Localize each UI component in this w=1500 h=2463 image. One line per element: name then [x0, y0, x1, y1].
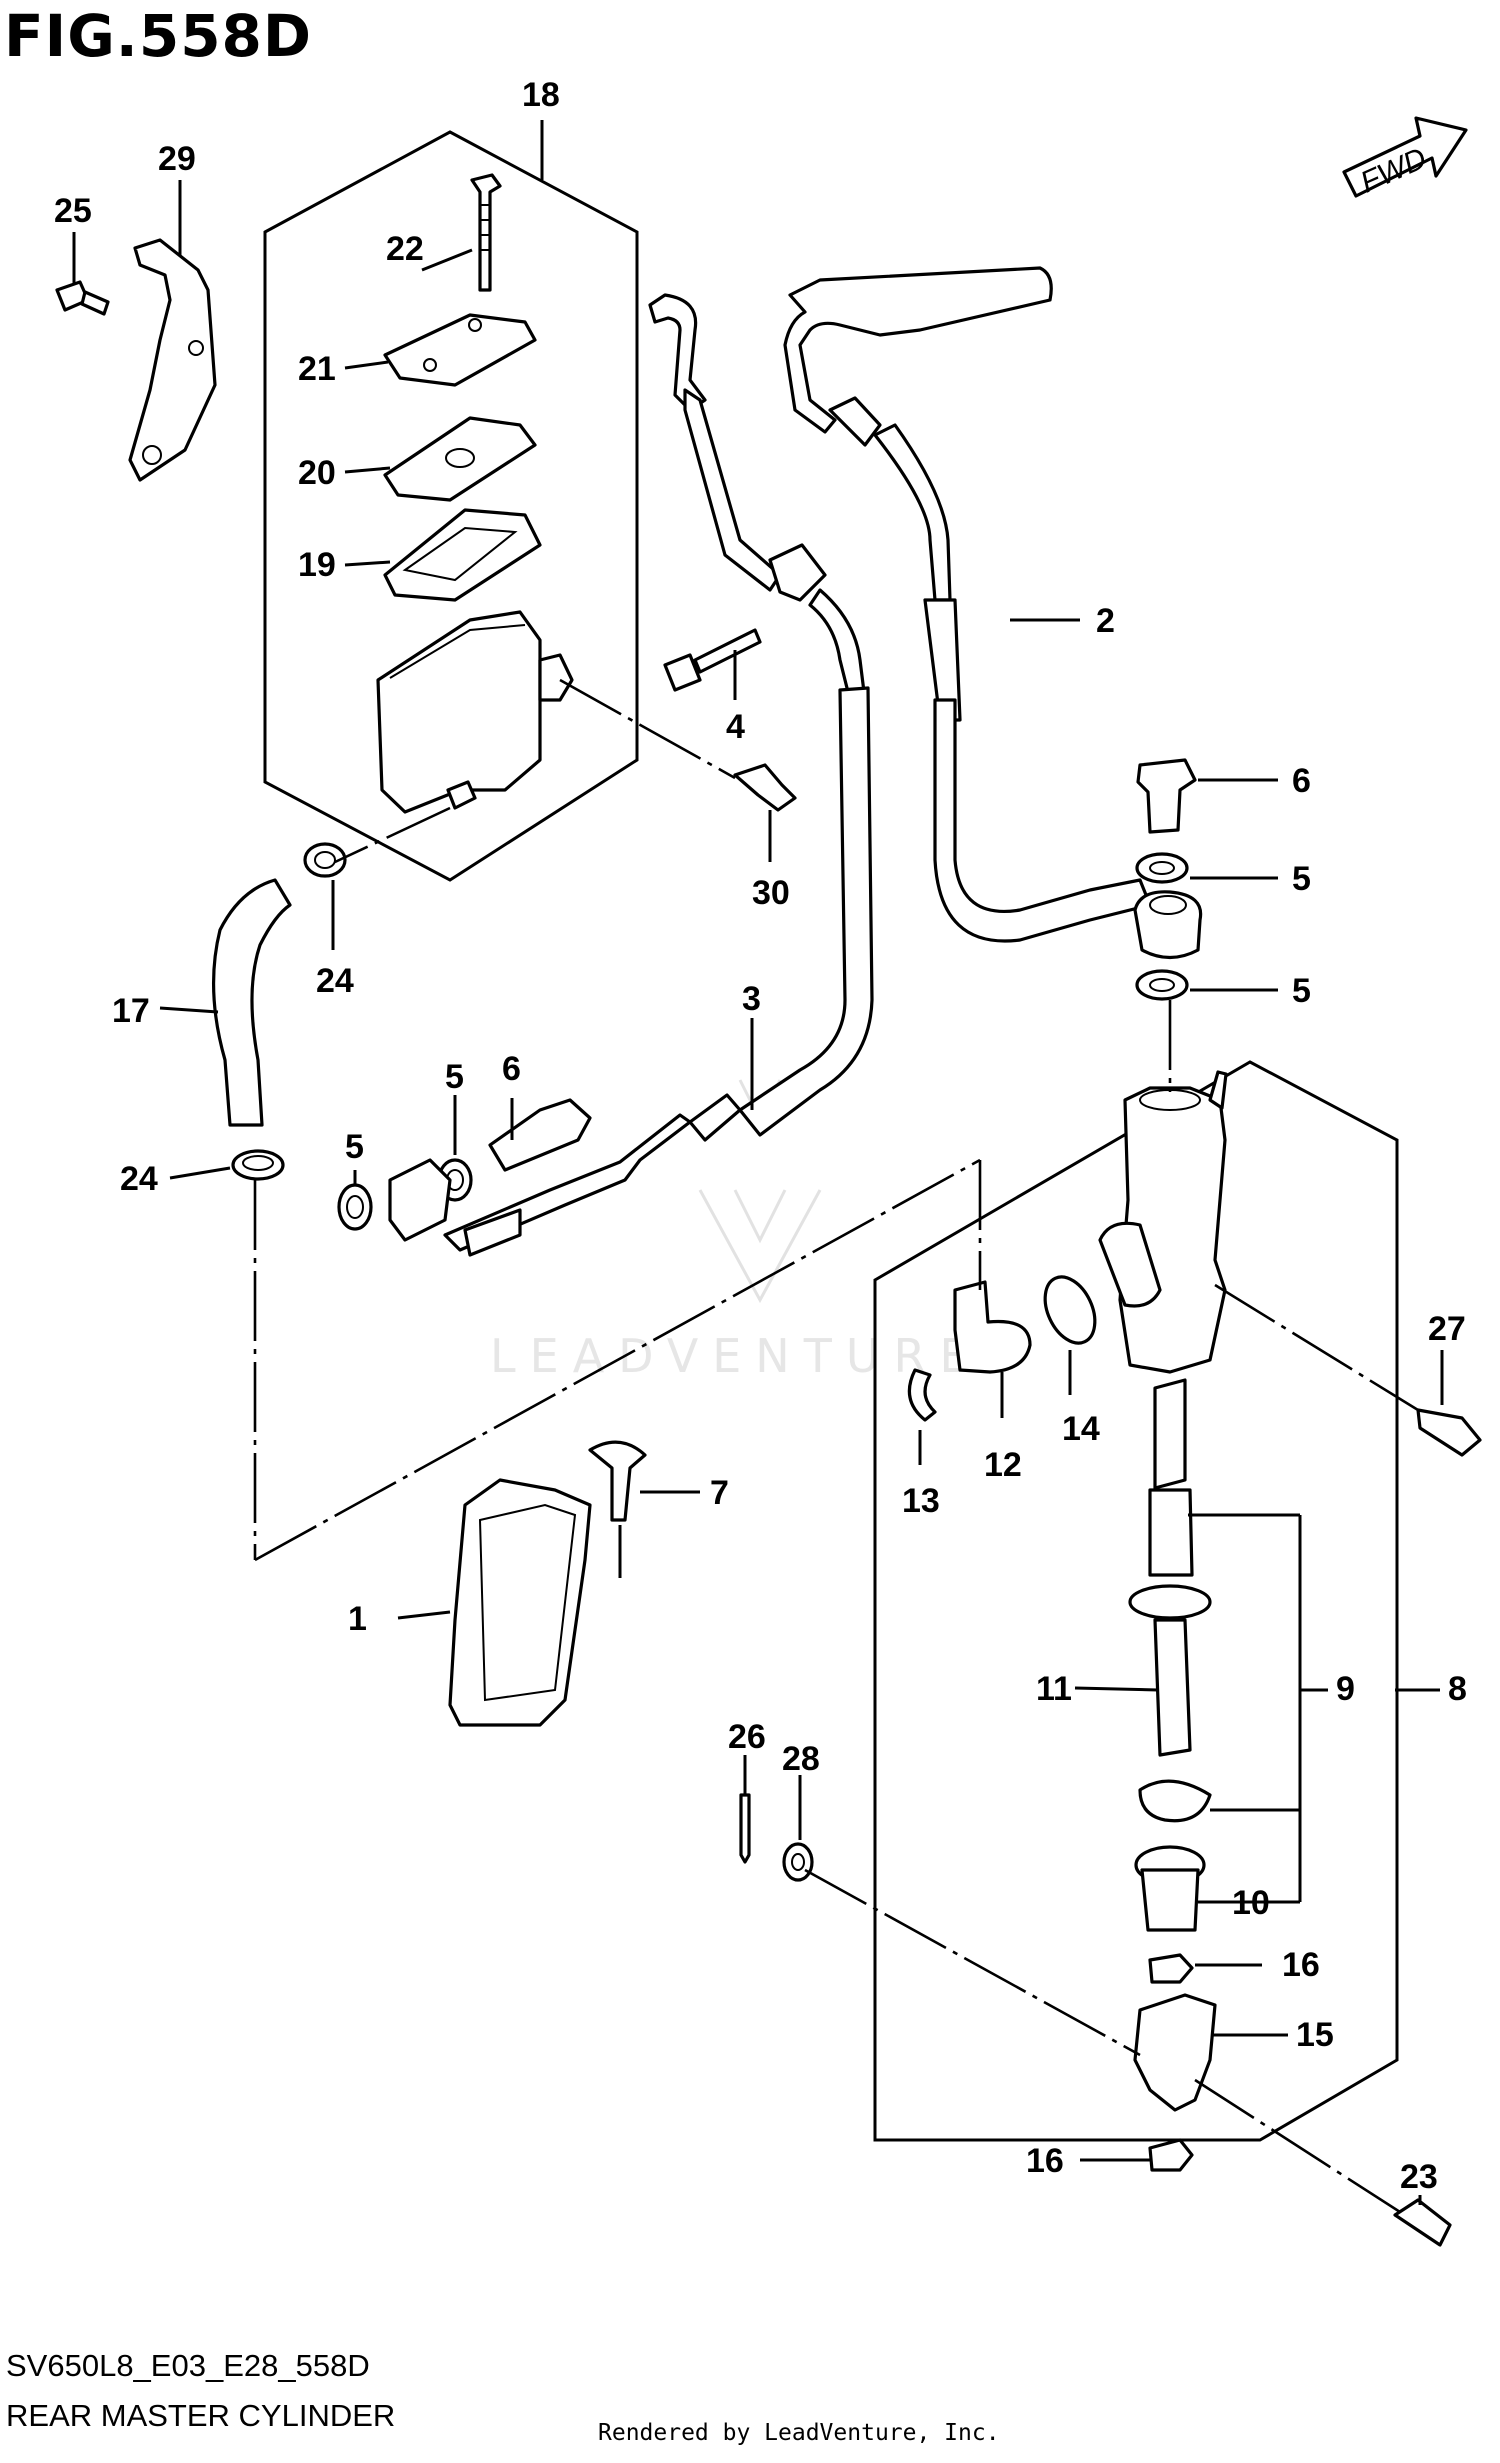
part-spring — [1153, 1378, 1187, 1490]
part-washer-28 — [782, 1842, 814, 1882]
part-circlip-13 — [907, 1368, 937, 1422]
callout-5b: 5 — [1292, 972, 1311, 1010]
callouts: 18 29 25 22 21 20 19 2 4 6 30 5 24 5 17 … — [54, 76, 1467, 2196]
callout-5c: 5 — [445, 1058, 464, 1096]
callout-12: 12 — [984, 1446, 1022, 1484]
part-brake-hose-2 — [783, 266, 1152, 943]
part-bracket-29 — [128, 238, 217, 482]
callout-7: 7 — [710, 1474, 729, 1512]
callout-24b: 24 — [120, 1160, 158, 1198]
part-bolt-4 — [663, 628, 762, 692]
part-brake-hose-3 — [443, 293, 874, 1257]
part-hose-clamp-24b — [231, 1149, 285, 1181]
part-bolt-7 — [588, 1440, 647, 1522]
model-code: SV650L8_E03_E28_558D — [6, 2348, 370, 2383]
callout-26: 26 — [728, 1718, 766, 1756]
part-screw-22 — [470, 173, 502, 292]
part-bolt-30 — [733, 763, 797, 812]
callout-4: 4 — [726, 708, 745, 746]
part-diaphragm-plate-20 — [383, 416, 537, 502]
part-diaphragm-19 — [383, 508, 542, 602]
callout-15: 15 — [1296, 2016, 1334, 2054]
callout-28: 28 — [782, 1740, 820, 1778]
callout-6b: 6 — [502, 1050, 521, 1088]
part-hose-clamp-24a — [303, 842, 347, 878]
part-clevis-15 — [1133, 1993, 1217, 2112]
callout-8: 8 — [1448, 1670, 1467, 1708]
watermark: LEADVENTURE — [490, 1079, 983, 1383]
part-reservoir-cap-21 — [383, 313, 537, 387]
callout-16b: 16 — [1026, 2142, 1064, 2180]
leader-lines — [72, 180, 1444, 2205]
part-bolt-27 — [1416, 1408, 1482, 1457]
rendered-by-credit: Rendered by LeadVenture, Inc. — [598, 2420, 1000, 2446]
part-piston-9 — [1148, 1488, 1194, 1577]
master-cylinder-group-box — [873, 1060, 1399, 2142]
watermark-text: LEADVENTURE — [490, 1329, 983, 1383]
callout-30: 30 — [752, 874, 790, 912]
part-circlip-9 — [1138, 1779, 1212, 1823]
callout-16a: 16 — [1282, 1946, 1320, 1984]
part-o-ring-14 — [1043, 1275, 1097, 1345]
part-nut-16b — [1148, 2138, 1194, 2172]
callout-19: 19 — [298, 546, 336, 584]
callout-6a: 6 — [1292, 762, 1311, 800]
part-banjo-fitting-left — [388, 1158, 452, 1242]
part-hose-joint-12 — [953, 1280, 1032, 1374]
callout-5d: 5 — [345, 1128, 364, 1166]
fwd-direction-arrow: FWD — [1342, 116, 1468, 200]
part-reservoir-body — [376, 610, 574, 814]
callout-18: 18 — [522, 76, 560, 114]
callout-29: 29 — [158, 140, 196, 178]
callout-17: 17 — [112, 992, 150, 1030]
part-master-cylinder-body — [1098, 1070, 1228, 1374]
part-washer-5d — [337, 1183, 373, 1231]
part-clevis-pin-23 — [1393, 2198, 1452, 2247]
callout-2: 2 — [1096, 602, 1115, 640]
part-reservoir-hose-17 — [211, 878, 292, 1127]
callout-5a: 5 — [1292, 860, 1311, 898]
callout-27: 27 — [1428, 1310, 1466, 1348]
callout-13: 13 — [902, 1482, 940, 1520]
callout-9: 9 — [1336, 1670, 1355, 1708]
part-banjo-fitting-top — [1133, 890, 1203, 960]
callout-11: 11 — [1036, 1670, 1072, 1708]
callout-22: 22 — [386, 230, 424, 268]
part-washer-5b — [1135, 969, 1189, 1001]
callout-1: 1 — [348, 1600, 367, 1638]
part-washer-5a — [1135, 852, 1189, 884]
callout-24a: 24 — [316, 962, 354, 1000]
assembly-lines — [253, 678, 1419, 2214]
section-name: REAR MASTER CYLINDER — [6, 2398, 396, 2433]
part-union-bolt-6a — [1136, 758, 1197, 834]
part-guard-1 — [448, 1478, 592, 1727]
part-pushrod-11 — [1128, 1584, 1212, 1757]
callout-25: 25 — [54, 192, 92, 230]
callout-14: 14 — [1062, 1410, 1100, 1448]
part-bolt-25 — [55, 280, 110, 316]
reservoir-group-box — [263, 130, 639, 882]
callout-10: 10 — [1232, 1884, 1270, 1922]
callout-23: 23 — [1400, 2158, 1438, 2196]
part-cotter-pin-26 — [739, 1793, 751, 1864]
part-boot-10 — [1134, 1845, 1206, 1932]
part-union-bolt-6b — [488, 1098, 592, 1172]
callout-21: 21 — [298, 350, 336, 388]
callout-20: 20 — [298, 454, 336, 492]
part-nut-16a — [1148, 1953, 1194, 1984]
figure-title: FIG.558D — [4, 2, 313, 70]
callout-3: 3 — [742, 980, 761, 1018]
